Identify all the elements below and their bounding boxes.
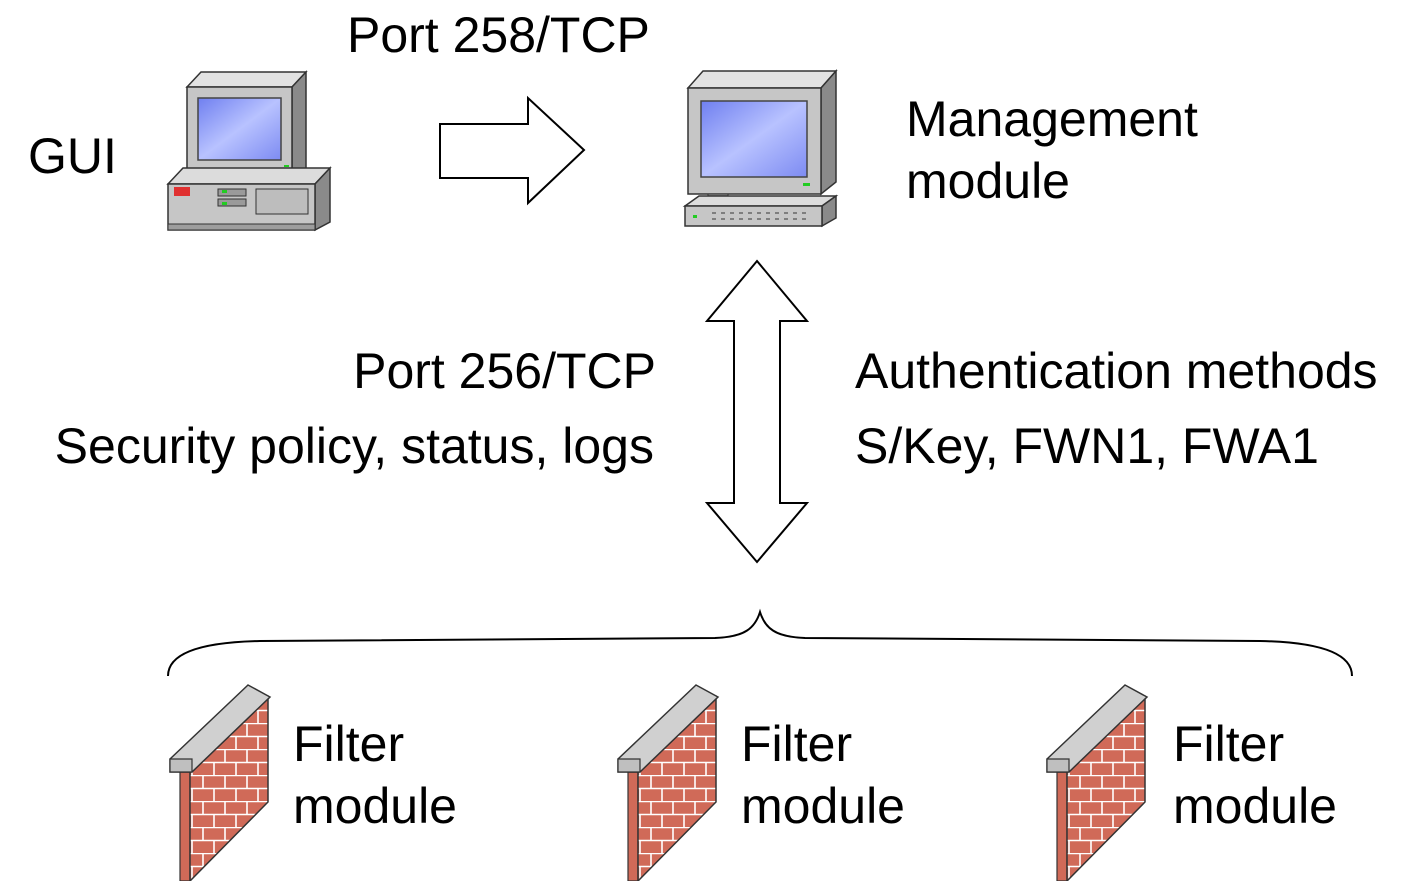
management-label-line2: module	[906, 153, 1070, 209]
filter-label-line2: module	[741, 778, 905, 834]
filter-group-brace	[167, 608, 1353, 677]
management-label-line1: Management	[906, 91, 1198, 147]
gui-to-management-arrow	[439, 95, 586, 206]
filter-label-line1: Filter	[741, 716, 853, 772]
firewall-brick-wall-icon-3	[1046, 684, 1149, 881]
gui-port-label: Port 258/TCP	[347, 7, 650, 63]
policy-content-label: Security policy, status, logs	[54, 418, 654, 474]
auth-methods-title: Authentication methods	[855, 343, 1378, 399]
policy-port-label: Port 256/TCP	[353, 343, 656, 399]
firewall-brick-wall-icon-1	[169, 684, 272, 881]
policy-double-arrow	[704, 259, 810, 564]
filter-module-label-1: Filter module	[293, 713, 457, 837]
filter-label-line1: Filter	[293, 716, 405, 772]
firewall-brick-wall-icon-2	[617, 684, 720, 881]
filter-label-line2: module	[1173, 778, 1337, 834]
filter-module-label-3: Filter module	[1173, 713, 1337, 837]
auth-methods-list: S/Key, FWN1, FWA1	[855, 418, 1319, 474]
computer-monitor-icon	[682, 69, 839, 228]
gui-label: GUI	[28, 128, 117, 184]
filter-module-label-2: Filter module	[741, 713, 905, 837]
filter-label-line1: Filter	[1173, 716, 1285, 772]
desktop-computer-icon	[166, 70, 332, 232]
management-label: Management module	[906, 88, 1198, 212]
filter-label-line2: module	[293, 778, 457, 834]
